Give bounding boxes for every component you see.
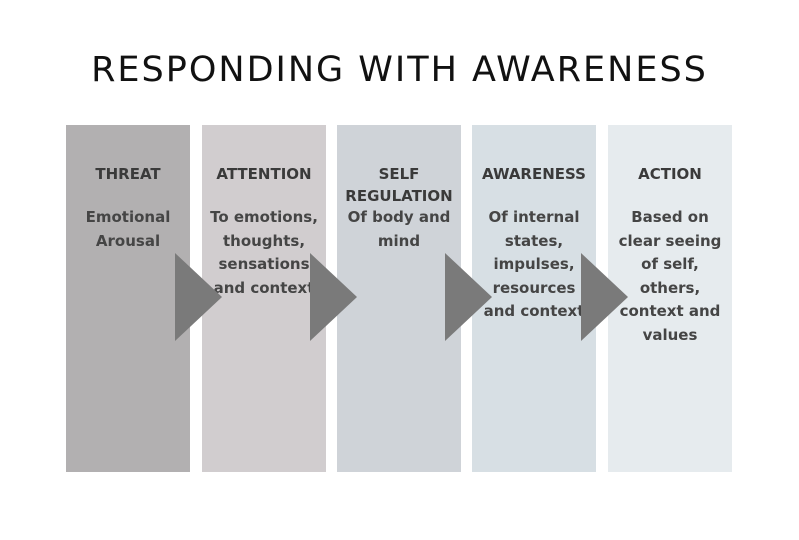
arrow-right-icon — [445, 253, 492, 341]
stage-self-regulation-text: Of body and mind — [347, 208, 451, 250]
page-title: RESPONDING WITH AWARENESS — [91, 50, 708, 90]
stage-attention-heading: ATTENTION — [216, 165, 312, 183]
stage-threat-heading: THREAT — [95, 165, 161, 183]
arrow-right-icon — [175, 253, 222, 341]
stage-action-column: ACTION Based on clear seeing of self, ot… — [608, 125, 732, 472]
arrow-right-icon — [581, 253, 628, 341]
stage-threat-text: Emotional Arousal — [85, 208, 171, 250]
stage-self-regulation-heading: SELF REGULATION — [345, 165, 453, 205]
stage-action-heading: ACTION — [638, 165, 702, 183]
stage-awareness-column: AWARENESS Of internal states, impulses, … — [472, 125, 596, 472]
stage-threat-column: THREAT Emotional Arousal — [66, 125, 190, 472]
stage-action-text: Based on clear seeing of self, others, c… — [618, 208, 722, 344]
stage-awareness-heading: AWARENESS — [482, 165, 586, 183]
arrow-right-icon — [310, 253, 357, 341]
stage-self-regulation-column: SELF REGULATION Of body and mind — [337, 125, 461, 472]
